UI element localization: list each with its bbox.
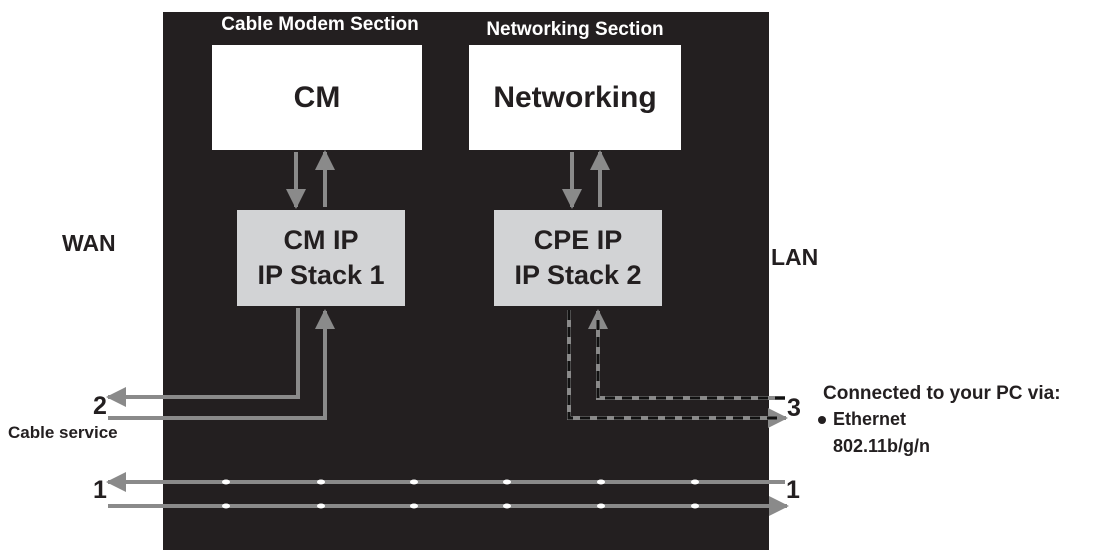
cable-service-label: Cable service: [8, 423, 118, 442]
cm-box: CM: [212, 45, 422, 150]
pass-through-dots: [222, 479, 699, 509]
port-2-label: 2: [93, 392, 107, 420]
cpe-ip-label: CPE IP: [533, 225, 623, 255]
cmip-to-port2-arrow: [106, 308, 300, 407]
networking-section-title: Networking Section: [486, 19, 664, 40]
cpeip-to-port3-dash: [567, 310, 778, 420]
bullet-icon: [818, 416, 826, 424]
port-3-label: 3: [787, 394, 801, 422]
wifi-label: 802.11b/g/n: [833, 436, 931, 456]
port2-to-cmip-arrow: [108, 309, 335, 420]
ip-stack-1-label: IP Stack 1: [257, 260, 385, 290]
ip-stack-2-label: IP Stack 2: [514, 260, 642, 290]
wan-label: WAN: [62, 230, 116, 256]
port3-to-cpeip-dash: [596, 318, 785, 400]
port3-to-cpeip-arrow: [588, 309, 785, 400]
cm-ip-stack-box: CM IP IP Stack 1: [237, 210, 405, 306]
port-1-right-label: 1: [786, 476, 800, 504]
pc-connection-title: Connected to your PC via:: [823, 383, 1061, 404]
cpe-ip-stack-box: CPE IP IP Stack 2: [494, 210, 662, 306]
cm-ip-label: CM IP: [283, 225, 359, 255]
ethernet-label: Ethernet: [833, 409, 907, 429]
port-1-left-label: 1: [93, 476, 107, 504]
cpeip-to-port3-arrow: [567, 310, 788, 428]
lan-label: LAN: [771, 244, 819, 270]
cable-modem-section-title: Cable Modem Section: [221, 14, 419, 35]
networking-box: Networking: [469, 45, 681, 150]
